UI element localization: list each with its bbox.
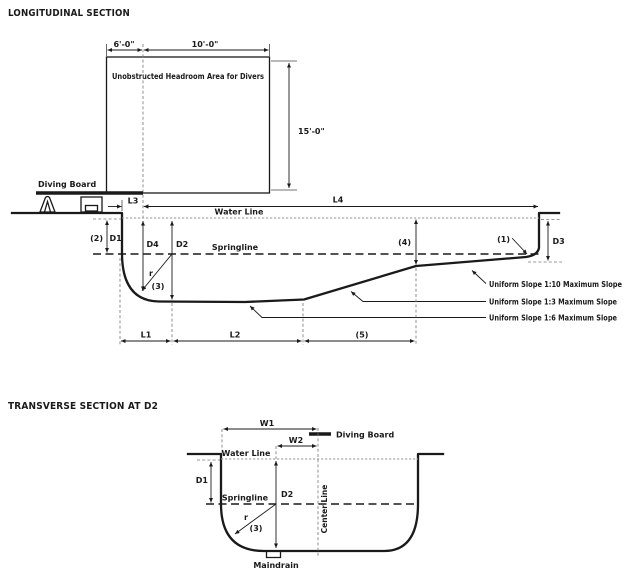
note3-label: (3) [152, 282, 165, 291]
l1-label: L1 [141, 331, 152, 340]
radius-label: r [149, 269, 153, 278]
board-fulcrum-inner [43, 199, 52, 213]
slope-callouts: Uniform Slope 1:10 Maximum Slope Uniform… [249, 270, 622, 323]
d4-label: D4 [147, 240, 160, 249]
transverse-d2-label: D2 [281, 490, 293, 499]
board-base [80, 196, 103, 213]
d3-dimension: D3 [528, 219, 565, 263]
center-line-label: Center Line [320, 485, 329, 534]
height-dimension: 15'-0" [271, 60, 325, 191]
transverse-water-line-label: Water Line [222, 449, 271, 458]
slope-1-10-label: Uniform Slope 1:10 Maximum Slope [489, 280, 622, 289]
slope-1-6-label: Uniform Slope 1:6 Maximum Slope [489, 314, 617, 323]
transverse-radius-leader [234, 503, 277, 535]
maindrain-fixture [265, 551, 282, 559]
note1-label: (1) [497, 235, 510, 244]
diving-board-label: Diving Board [38, 180, 96, 189]
water-line-label: Water Line [215, 208, 264, 217]
transverse-note3-label: (3) [250, 524, 263, 533]
w2-label: W2 [289, 436, 303, 445]
transverse-section-drawing: TRANSVERSE SECTION AT D2 W1 W2 Diving Bo… [8, 401, 445, 570]
note1-leader [511, 237, 528, 255]
d1-label: D1 [110, 234, 123, 243]
d1-dimension: (2) D1 [90, 218, 123, 253]
transverse-d1-label: D1 [196, 476, 209, 485]
board-fulcrum [39, 195, 56, 213]
transverse-section-title: TRANSVERSE SECTION AT D2 [8, 401, 158, 412]
top-dimensions: 6'-0" 10'-0" [106, 40, 270, 218]
l3-l4-dimensions: L3 L4 [108, 196, 538, 211]
note4-label: (4) [398, 238, 411, 247]
dim-15ft-label: 15'-0" [298, 127, 325, 136]
longitudinal-section-drawing: LONGITUDINAL SECTION Unobstructed Headro… [8, 8, 622, 345]
d3-label: D3 [553, 237, 565, 246]
transverse-diving-board-label: Diving Board [336, 431, 394, 440]
w1-label: W1 [260, 419, 275, 428]
slope-1-3-label: Uniform Slope 1:3 Maximum Slope [489, 298, 617, 307]
transverse-radius-label: r [244, 513, 248, 522]
longitudinal-section-title: LONGITUDINAL SECTION [8, 8, 130, 19]
dim-6ft-label: 6'-0" [113, 40, 134, 49]
w1-w2-dimensions: W1 W2 [221, 419, 317, 459]
maindrain-label: Maindrain [253, 561, 299, 570]
note5-label: (5) [356, 331, 369, 340]
bottom-dimensions: L1 L2 (5) [119, 258, 417, 345]
transverse-pool-outline [186, 452, 445, 553]
note2-label: (2) [90, 234, 103, 243]
l2-label: L2 [230, 331, 241, 340]
dim-10ft-label: 10'-0" [192, 40, 219, 49]
headroom-box-label: Unobstructed Headroom Area for Divers [112, 72, 264, 81]
transverse-springline-label: Springline [222, 494, 269, 503]
springline-label: Springline [212, 243, 259, 252]
board-base-roller [84, 204, 99, 212]
l3-label: L3 [128, 197, 139, 206]
l4-label: L4 [333, 196, 344, 205]
radius-leader [141, 253, 173, 291]
headroom-box [105, 56, 271, 194]
pool-profile-outline [10, 211, 561, 304]
d2-label: D2 [176, 240, 188, 249]
